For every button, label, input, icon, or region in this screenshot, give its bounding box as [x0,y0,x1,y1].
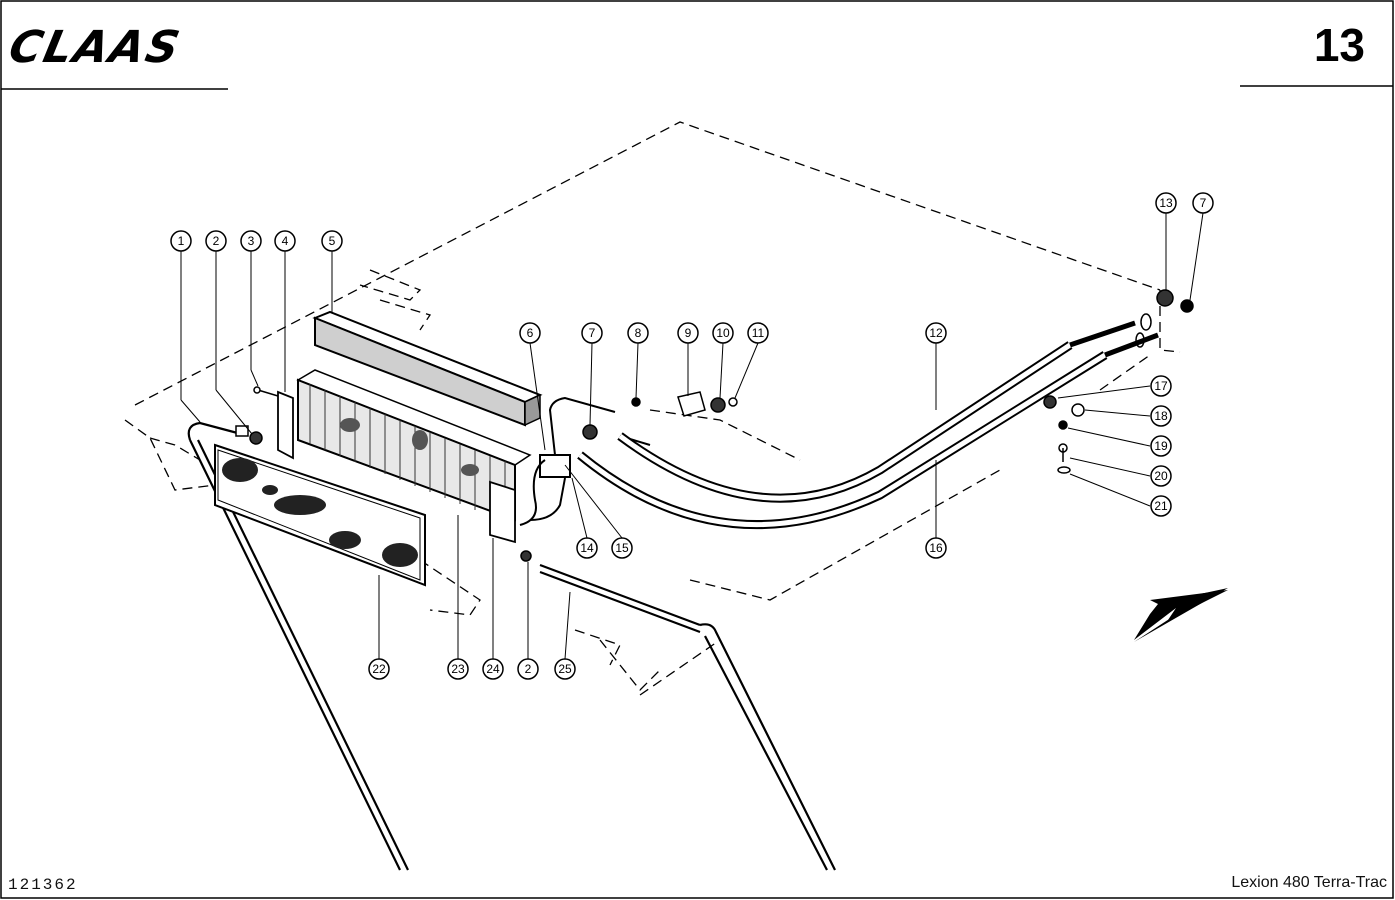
valve-block [519,396,651,526]
callout-18: 18 [1154,409,1168,423]
callout-24: 24 [486,662,500,676]
callout-leaders [180,212,1204,660]
callout-14: 14 [580,541,594,555]
callout-11: 11 [752,326,765,340]
callout-7-right: 7 [1200,196,1207,210]
callout-10: 10 [716,326,730,340]
cab-outline-dashed [124,121,1181,696]
callout-17: 17 [1154,379,1168,393]
callout-circles [170,192,1214,680]
callout-5: 5 [329,234,336,248]
callout-23: 23 [451,662,465,676]
callout-3: 3 [248,234,255,248]
callout-7: 7 [589,326,596,340]
callout-15: 15 [615,541,629,555]
side-bracket-4 [277,390,294,460]
small-parts [235,289,1194,562]
callout-12: 12 [929,326,943,340]
page-number: 13 [1313,19,1365,71]
callout-8: 8 [635,326,642,340]
callout-22: 22 [372,662,386,676]
callout-25: 25 [558,662,572,676]
callout-4: 4 [282,234,289,248]
model-name: Lexion 480 Terra-Trac [1231,874,1387,891]
callout-2-bottom: 2 [525,662,532,676]
direction-arrow-head [1134,588,1228,642]
cover-strip-5 [312,310,543,427]
callout-13: 13 [1159,196,1173,210]
callout-16: 16 [929,541,943,555]
callout-1: 1 [178,234,185,248]
callout-2: 2 [213,234,220,248]
drawing-number: 121362 [8,876,78,894]
claas-logo: CLAAS [4,22,186,73]
filter-grille-22 [214,443,426,587]
hoses [577,320,1159,529]
callout-6: 6 [527,326,534,340]
callout-21: 21 [1154,499,1168,513]
arrow-icon [1134,590,1228,640]
callout-20: 20 [1154,469,1168,483]
side-bracket-24 [489,480,516,544]
callout-19: 19 [1154,439,1168,453]
callout-9: 9 [685,326,692,340]
